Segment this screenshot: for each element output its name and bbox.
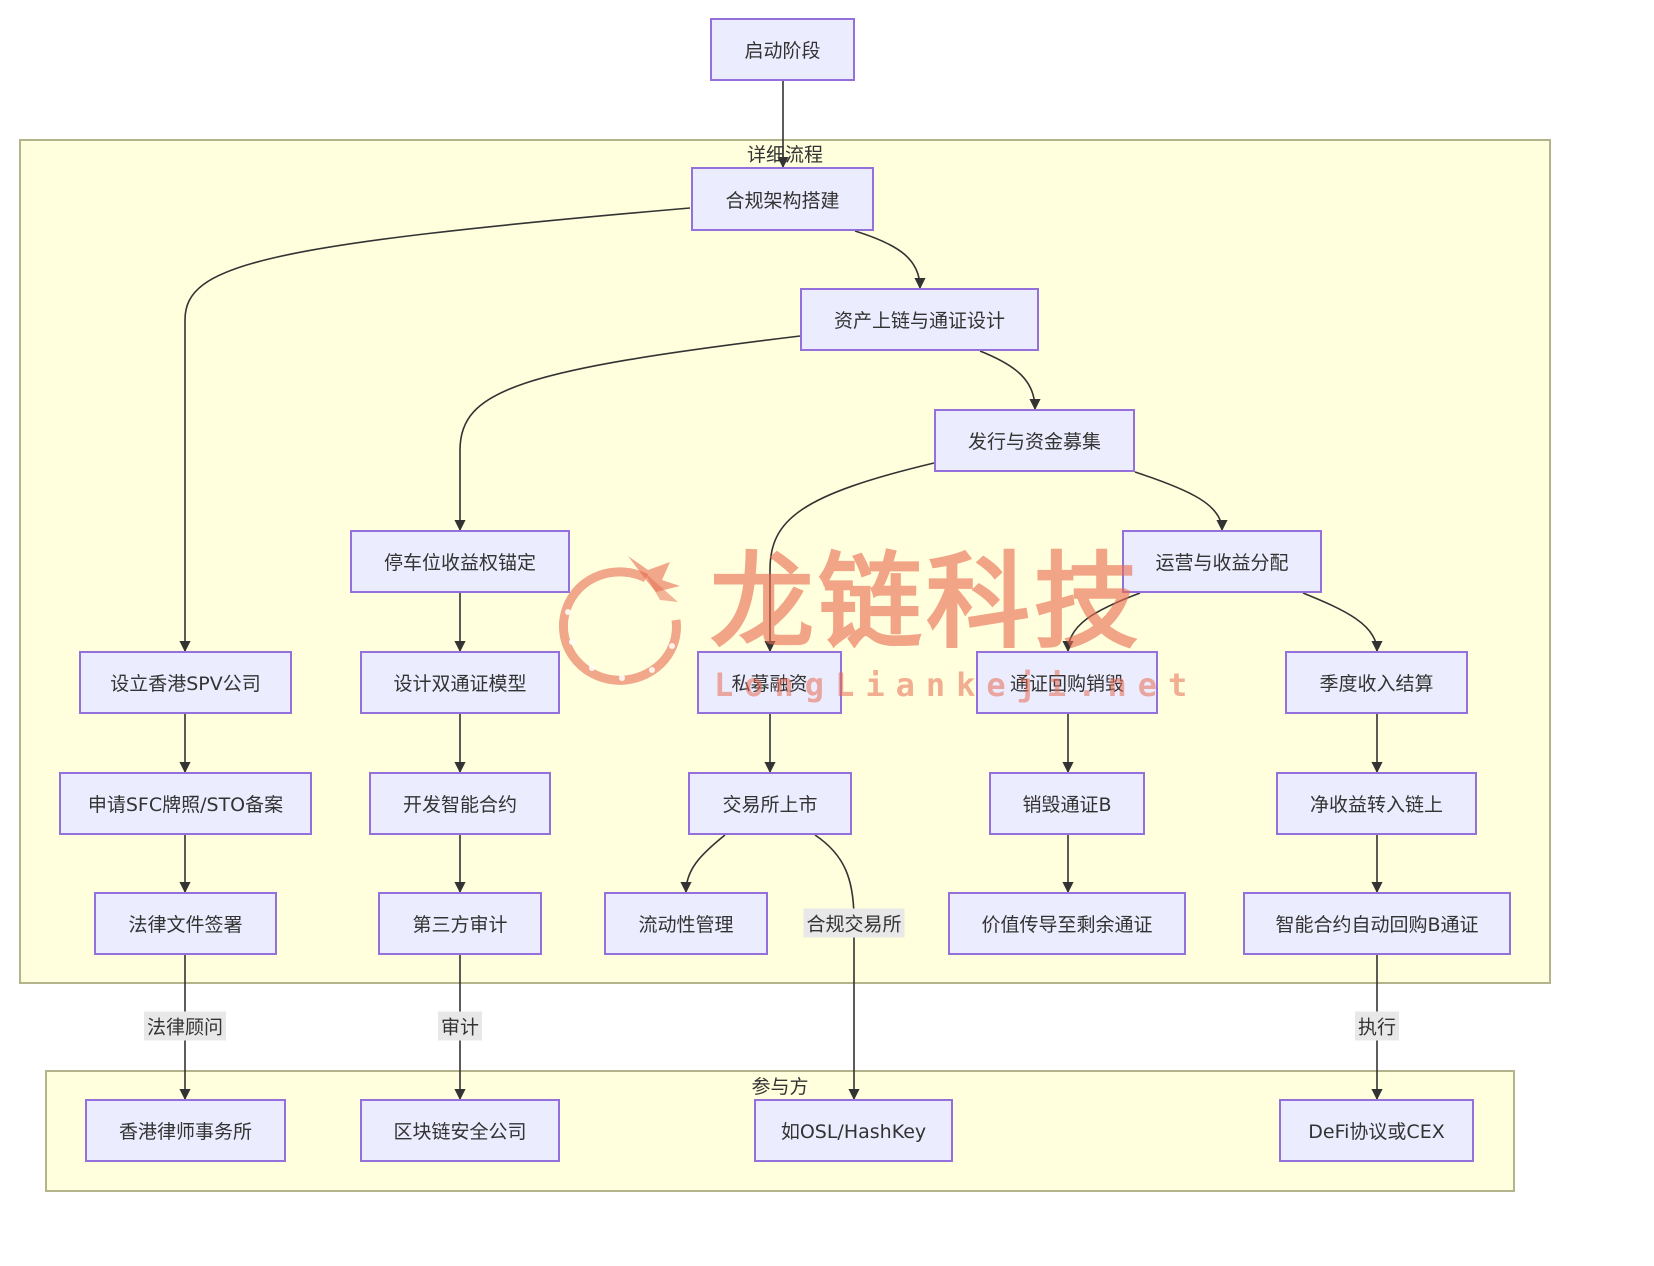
edge-label-compliant-exchange: 合规交易所 <box>803 908 905 938</box>
node-netincome[interactable]: 净收益转入链上 <box>1276 772 1477 835</box>
node-asset[interactable]: 资产上链与通证设计 <box>800 288 1039 351</box>
node-spv[interactable]: 设立香港SPV公司 <box>79 651 292 714</box>
node-exchange[interactable]: 交易所上市 <box>688 772 852 835</box>
edge-label-audit: 审计 <box>437 1011 483 1041</box>
node-quarterly[interactable]: 季度收入结算 <box>1285 651 1468 714</box>
node-legal[interactable]: 法律文件签署 <box>94 892 277 955</box>
node-anchor[interactable]: 停车位收益权锚定 <box>350 530 570 593</box>
node-value[interactable]: 价值传导至剩余通证 <box>948 892 1186 955</box>
node-issue[interactable]: 发行与资金募集 <box>934 409 1135 472</box>
node-private[interactable]: 私募融资 <box>697 651 842 714</box>
edge-label-execute: 执行 <box>1354 1011 1400 1041</box>
node-osl[interactable]: 如OSL/HashKey <box>754 1099 953 1162</box>
node-buyback[interactable]: 通证回购销毁 <box>976 651 1158 714</box>
cluster-detail-flow-title: 详细流程 <box>746 144 824 166</box>
node-dual[interactable]: 设计双通证模型 <box>360 651 560 714</box>
cluster-participants-title: 参与方 <box>751 1076 809 1098</box>
node-security[interactable]: 区块链安全公司 <box>360 1099 560 1162</box>
node-compliance[interactable]: 合规架构搭建 <box>691 167 874 231</box>
node-autobuy[interactable]: 智能合约自动回购B通证 <box>1243 892 1511 955</box>
node-defi[interactable]: DeFi协议或CEX <box>1279 1099 1474 1162</box>
node-contract[interactable]: 开发智能合约 <box>369 772 551 835</box>
node-liquidity[interactable]: 流动性管理 <box>604 892 768 955</box>
node-burn[interactable]: 销毁通证B <box>989 772 1145 835</box>
edge-label-legal-advisor: 法律顾问 <box>143 1011 227 1041</box>
node-lawfirm[interactable]: 香港律师事务所 <box>85 1099 286 1162</box>
node-start[interactable]: 启动阶段 <box>710 18 855 81</box>
node-ops[interactable]: 运营与收益分配 <box>1122 530 1322 593</box>
node-audit[interactable]: 第三方审计 <box>378 892 542 955</box>
node-sfc[interactable]: 申请SFC牌照/STO备案 <box>59 772 312 835</box>
